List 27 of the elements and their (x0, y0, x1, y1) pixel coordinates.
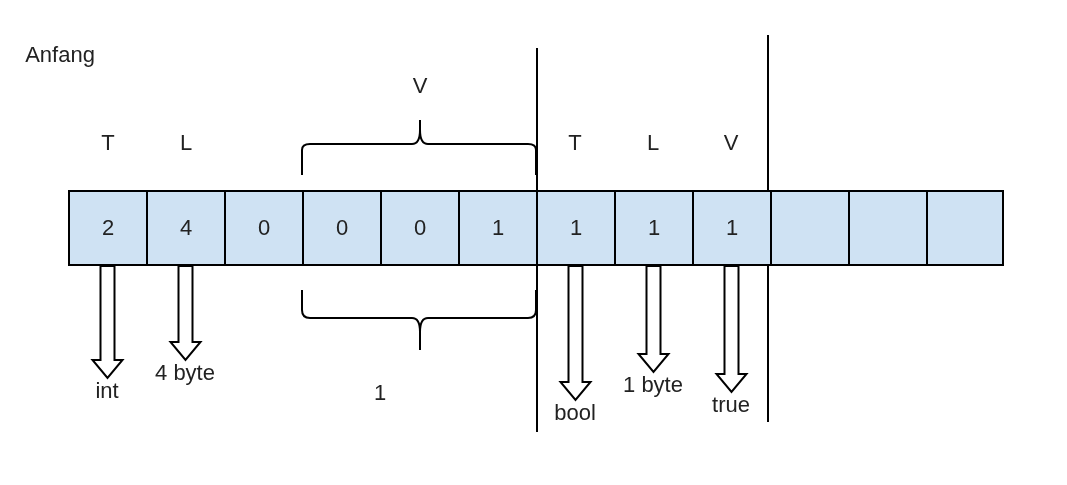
byte-cell: 0 (224, 190, 304, 266)
byte-cell: 1 (458, 190, 538, 266)
hollow-down-arrow (90, 265, 125, 380)
meaning-text: 4 byte (155, 360, 215, 386)
field-letter: T (568, 130, 582, 156)
byte-cell: 1 (614, 190, 694, 266)
byte-cell: 2 (68, 190, 148, 266)
field-letter: V (723, 130, 739, 156)
meaning-text: int (95, 378, 119, 404)
meaning-text: 1 byte (623, 372, 683, 398)
field-letter: V (412, 73, 428, 99)
hollow-down-arrow (714, 265, 749, 394)
byte-cell: 1 (692, 190, 772, 266)
field-letter: T (101, 130, 115, 156)
field-letter: L (646, 130, 660, 156)
byte-cell: 0 (380, 190, 460, 266)
hollow-down-arrow (636, 265, 671, 374)
byte-cell: 1 (536, 190, 616, 266)
start-label: Anfang (25, 42, 95, 68)
meaning-text: bool (554, 400, 596, 426)
meaning-text: true (712, 392, 750, 418)
hollow-down-arrow (558, 265, 593, 402)
hollow-down-arrow (168, 265, 203, 362)
byte-cell: 4 (146, 190, 226, 266)
byte-cell: 0 (302, 190, 382, 266)
field-letter: L (179, 130, 193, 156)
value-text: 1 (373, 380, 387, 406)
